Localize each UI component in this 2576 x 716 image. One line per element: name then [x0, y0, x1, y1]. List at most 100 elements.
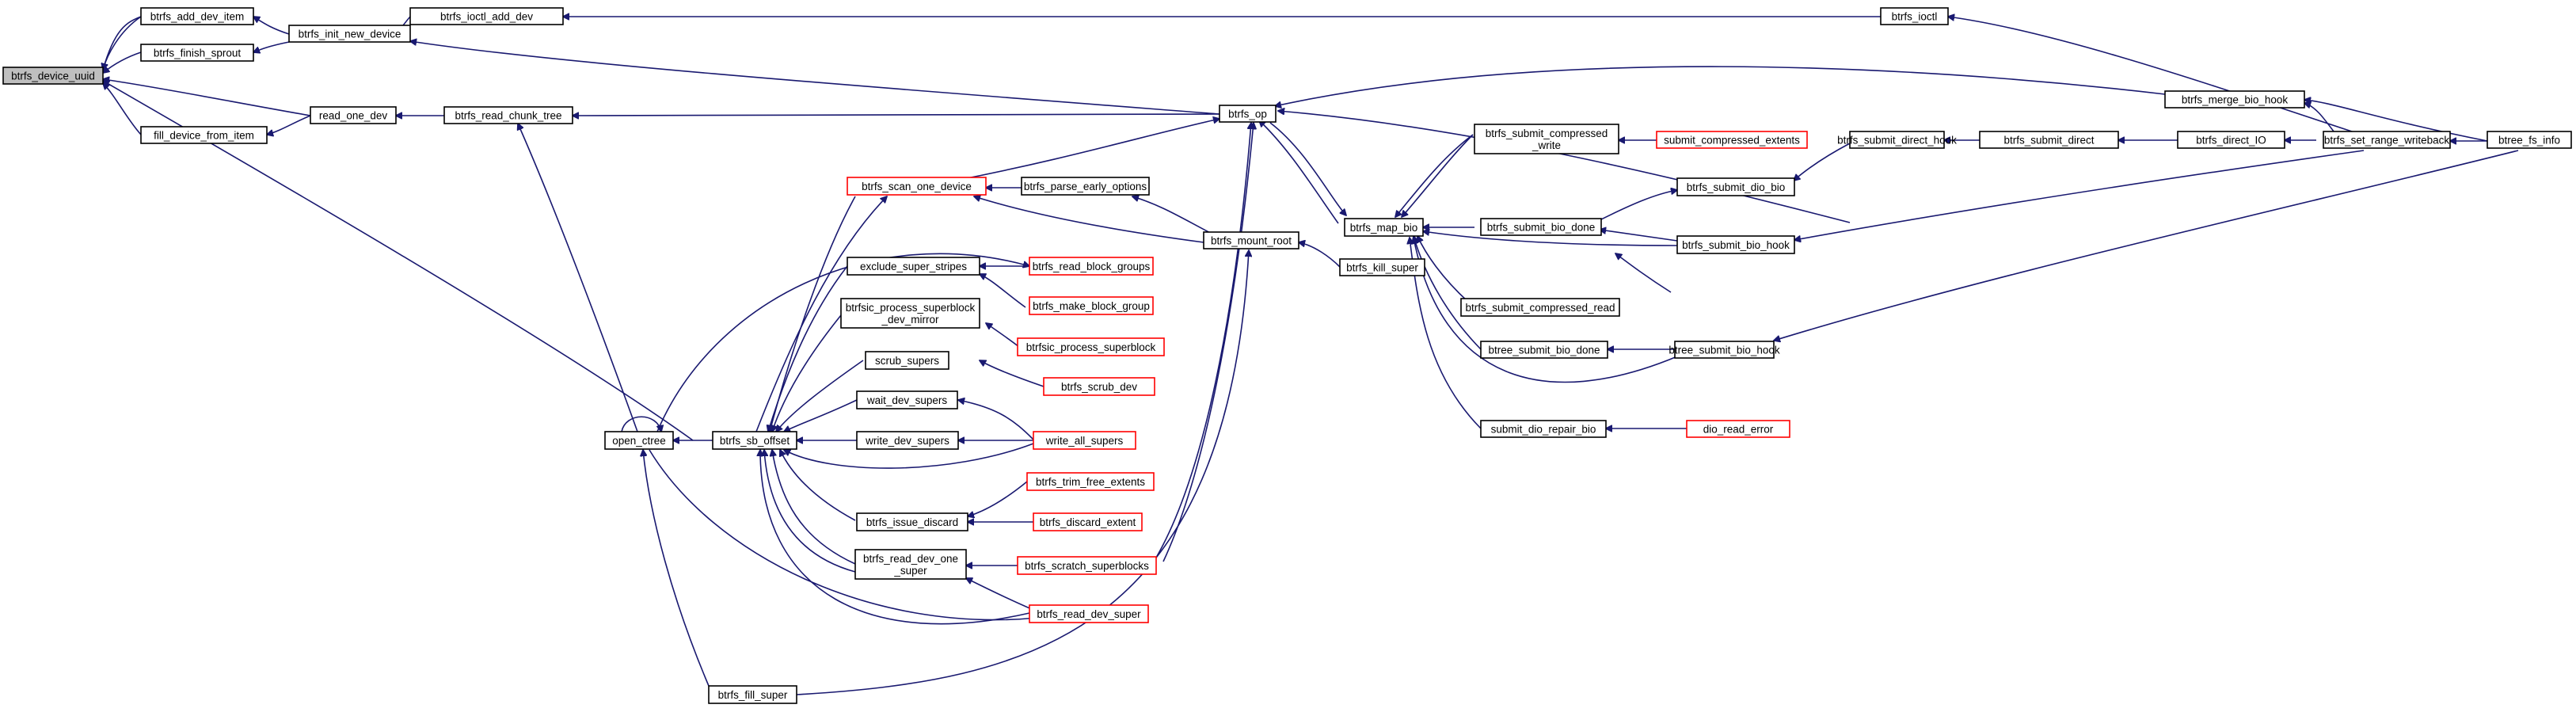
- node-label: btrfs_ioctl: [1892, 11, 1938, 23]
- function-node-dio-read-error[interactable]: dio_read_error: [1686, 420, 1790, 438]
- node-box: [1686, 420, 1790, 438]
- node-box: [2, 67, 104, 85]
- function-node-btrfs-scrub-dev[interactable]: btrfs_scrub_dev: [1043, 377, 1155, 396]
- edge: [1269, 122, 1346, 215]
- function-node-btrfs-parse-early-options[interactable]: btrfs_parse_early_options: [1021, 177, 1150, 196]
- function-node-btrfs-kill-super[interactable]: btrfs_kill_super: [1339, 258, 1425, 276]
- edge: [253, 17, 290, 35]
- edge: [1414, 236, 1482, 350]
- node-box: [1219, 105, 1277, 123]
- node-label: submit_compressed_extents: [1664, 135, 1800, 147]
- function-node-btrfs-submit-direct-hook[interactable]: btrfs_submit_direct_hook: [1837, 131, 1957, 149]
- function-node-write-all-supers[interactable]: write_all_supers: [1033, 431, 1136, 450]
- node-label: btrfs_init_new_device: [299, 29, 401, 40]
- edge: [1275, 66, 2166, 106]
- edge: [1395, 134, 1474, 217]
- edge: [1278, 111, 1851, 223]
- edge: [980, 274, 1026, 308]
- function-node-btrfs-ioctl[interactable]: btrfs_ioctl: [1880, 7, 1949, 25]
- node-box: [604, 431, 674, 450]
- function-node-btrfs-mount-root[interactable]: btrfs_mount_root: [1203, 231, 1299, 249]
- function-node-btrfs-submit-compressed-write[interactable]: btrfs_submit_compressed_write: [1474, 124, 1619, 154]
- node-label: scrub_supers: [875, 355, 939, 367]
- function-node-btrfs-map-bio[interactable]: btrfs_map_bio: [1344, 218, 1424, 237]
- function-node-submit-compressed-extents[interactable]: submit_compressed_extents: [1656, 131, 1808, 149]
- function-node-btrfs-ioctl-add-dev[interactable]: btrfs_ioctl_add_dev: [409, 7, 564, 25]
- function-node-btrfs-read-chunk-tree[interactable]: btrfs_read_chunk_tree: [443, 106, 573, 124]
- node-box: [288, 25, 411, 43]
- edge: [643, 450, 710, 687]
- function-node-btrfs-merge-bio-hook[interactable]: btrfs_merge_bio_hook: [2164, 90, 2305, 109]
- function-node-btrfs-submit-dio-bio[interactable]: btrfs_submit_dio_bio: [1676, 177, 1795, 196]
- node-box: [1017, 337, 1165, 356]
- function-node-btrfs-make-block-group[interactable]: btrfs_make_block_group: [1029, 296, 1154, 315]
- node-box: [1656, 131, 1808, 149]
- function-node-submit-dio-repair-bio[interactable]: submit_dio_repair_bio: [1480, 420, 1607, 438]
- node-box: [1033, 512, 1143, 531]
- function-node-btrfs-read-block-groups[interactable]: btrfs_read_block_groups: [1029, 257, 1154, 276]
- function-node-btrfs-discard-extent[interactable]: btrfs_discard_extent: [1033, 512, 1143, 531]
- function-node-btrfs-trim-free-extents[interactable]: btrfs_trim_free_extents: [1026, 472, 1155, 491]
- function-node-btrfs-read-dev-one-super[interactable]: btrfs_read_dev_one_super: [854, 549, 967, 580]
- edge: [968, 481, 1028, 516]
- function-node-btree-submit-bio-hook[interactable]: btree_submit_bio_hook: [1669, 341, 1780, 359]
- function-node-btree-submit-bio-done[interactable]: btree_submit_bio_done: [1480, 341, 1608, 359]
- node-box: [840, 298, 980, 329]
- function-node-btrfs-direct-IO[interactable]: btrfs_direct_IO: [2177, 131, 2285, 149]
- node-label: btrfs_trim_free_extents: [1036, 476, 1145, 488]
- function-node-btrfs-op[interactable]: btrfs_op: [1219, 105, 1277, 123]
- function-node-fill-device-from-item[interactable]: fill_device_from_item: [140, 126, 268, 144]
- edge: [573, 114, 1220, 116]
- function-node-btrfs-submit-bio-hook[interactable]: btrfs_submit_bio_hook: [1676, 235, 1795, 254]
- node-box: [856, 431, 959, 450]
- edge: [986, 323, 1020, 348]
- function-node-btrfsic-process-superblock-dev-mirror[interactable]: btrfsic_process_superblock_dev_mirror: [840, 298, 980, 329]
- function-node-btree-fs-info[interactable]: btree_fs_info: [2487, 131, 2572, 149]
- node-label: btrfs_read_dev_super: [1037, 608, 1141, 620]
- function-node-btrfs-submit-direct[interactable]: btrfs_submit_direct: [1979, 131, 2119, 149]
- edge: [755, 196, 887, 432]
- function-node-scrub-supers[interactable]: scrub_supers: [865, 351, 949, 370]
- function-node-btrfs-init-new-device[interactable]: btrfs_init_new_device: [288, 25, 411, 43]
- node-box: [1344, 218, 1424, 237]
- function-node-btrfs-submit-bio-done[interactable]: btrfs_submit_bio_done: [1480, 218, 1602, 236]
- function-node-btrfs-read-dev-super[interactable]: btrfs_read_dev_super: [1029, 604, 1149, 623]
- node-label: fill_device_from_item: [154, 130, 254, 142]
- edge: [1299, 242, 1341, 268]
- function-node-btrfs-sb-offset[interactable]: btrfs_sb_offset: [712, 431, 797, 450]
- function-node-btrfs-submit-compressed-read[interactable]: btrfs_submit_compressed_read: [1460, 298, 1620, 317]
- node-label: submit_dio_repair_bio: [1491, 424, 1596, 436]
- function-node-read-one-dev[interactable]: read_one_dev: [310, 106, 397, 124]
- edge: [776, 360, 864, 432]
- function-node-open-ctree[interactable]: open_ctree: [604, 431, 674, 450]
- node-box: [1029, 257, 1154, 276]
- edge: [1948, 17, 2365, 136]
- edge: [410, 41, 1220, 115]
- node-box: [856, 390, 958, 409]
- function-node-btrfs-finish-sprout[interactable]: btrfs_finish_sprout: [140, 44, 254, 62]
- function-node-write-dev-supers[interactable]: write_dev_supers: [856, 431, 959, 450]
- node-label: btree_submit_bio_done: [1488, 345, 1600, 356]
- node-box: [865, 351, 949, 370]
- function-node-wait-dev-supers[interactable]: wait_dev_supers: [856, 390, 958, 409]
- function-node-btrfs-issue-discard[interactable]: btrfs_issue_discard: [856, 512, 968, 531]
- function-node-btrfs-add-dev-item[interactable]: btrfs_add_dev_item: [140, 7, 254, 25]
- node-label: btrfs_finish_sprout: [154, 48, 242, 59]
- node-box: [1979, 131, 2119, 149]
- node-label: open_ctree: [612, 435, 666, 447]
- node-label: btrfs_submit_dio_bio: [1687, 181, 1786, 193]
- function-node-btrfs-device-uuid[interactable]: btrfs_device_uuid: [2, 67, 104, 85]
- node-label: btrfs_read_chunk_tree: [455, 110, 561, 122]
- node-box: [2323, 131, 2451, 149]
- function-node-btrfsic-process-superblock[interactable]: btrfsic_process_superblock: [1017, 337, 1165, 356]
- node-label: wait_dev_supers: [866, 394, 948, 406]
- function-node-btrfs-fill-super[interactable]: btrfs_fill_super: [708, 685, 797, 704]
- function-node-exclude-super-stripes[interactable]: exclude_super_stripes: [847, 257, 980, 276]
- edge: [784, 399, 858, 432]
- node-box: [1674, 341, 1775, 359]
- function-node-btrfs-set-range-writeback[interactable]: btrfs_set_range_writeback: [2323, 131, 2451, 149]
- edge: [1402, 134, 1474, 217]
- edge: [1155, 123, 1251, 558]
- function-node-btrfs-scan-one-device[interactable]: btrfs_scan_one_device: [847, 177, 987, 196]
- function-node-btrfs-scratch-superblocks[interactable]: btrfs_scratch_superblocks: [1017, 556, 1157, 575]
